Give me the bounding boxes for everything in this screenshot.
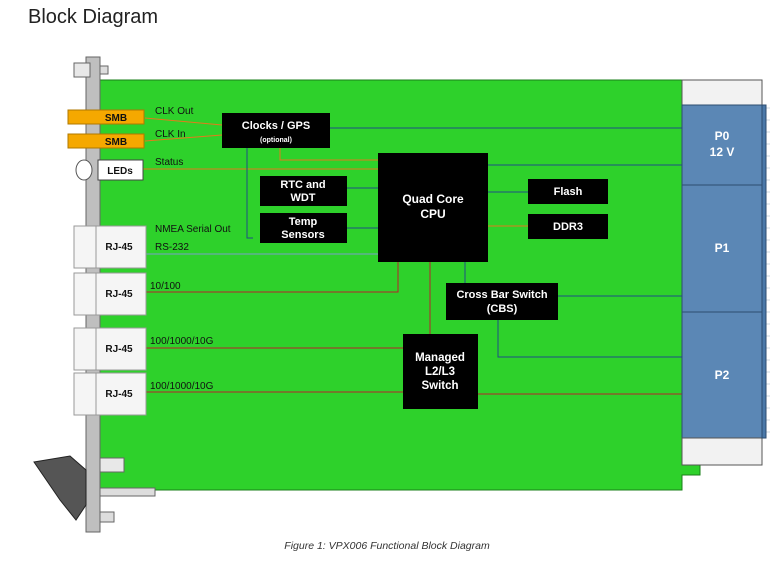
managed-switch-block [403,334,478,409]
leds-connector-label: LEDs [107,166,133,177]
figure-caption: Figure 1: VPX006 Functional Block Diagra… [284,540,490,552]
signal-eth2-label: 100/1000/10G [150,336,214,347]
temp-sensors-block [260,213,347,243]
backplane-rail [761,104,767,439]
signal-clk-in-label: CLK In [155,129,186,140]
backplane-p2-label: P2 [715,368,730,382]
backplane-p0-voltage-label: 12 V [710,145,735,159]
leds-connector [97,159,144,181]
cpu-block [378,153,488,262]
cross-bar-switch-block [446,283,558,320]
cross-bar-switch-label-2: (CBS) [487,303,518,315]
smb-connector-1 [67,109,145,125]
led-indicator [75,159,93,181]
front-panel-bracket [99,457,125,473]
smb-connector-2 [67,133,145,149]
backplane-p1-label: P1 [715,241,730,255]
signal-rs232-label: RS-232 [155,242,189,253]
flash-block [528,179,608,204]
smb-connector-2-label: SMB [105,137,127,148]
backplane-pins [766,107,770,433]
rj45-jack-1 [95,225,147,269]
backplane-p0 [681,104,763,186]
smb-connector-1-label: SMB [105,113,127,124]
temp-sensors-label-2: Sensors [281,229,324,241]
rj45-jack-4 [95,372,147,416]
managed-switch-label-2: L2/L3 [425,366,455,378]
backplane-p2 [681,311,763,439]
cpu-label-2: CPU [420,207,445,221]
rtc-wdt-label-1: RTC and [280,179,325,191]
rj45-jack-4-label: RJ-45 [105,389,133,400]
clocks-gps-optional-label: (optional) [260,137,292,144]
front-panel-screw-bottom [99,511,115,523]
clocks-gps-label: Clocks / GPS [242,120,310,132]
circuit-board [99,79,701,491]
rj45-jack-3 [95,327,147,371]
signal-clk-out-label: CLK Out [155,106,194,117]
front-panel-screw-top [99,65,109,75]
rj45-jack-2-label: RJ-45 [105,289,133,300]
rj45-jack-3-label: RJ-45 [105,344,133,355]
front-panel-top-tab [73,62,91,78]
cpu-label-1: Quad Core [402,192,464,206]
managed-switch-label-1: Managed [415,352,465,364]
flash-label: Flash [554,186,583,198]
wiring [143,117,682,395]
clocks-gps-block [222,113,330,148]
temp-sensors-label-1: Temp [289,216,318,228]
ejector-handle [33,455,87,521]
rj45-jack-2 [95,272,147,316]
cross-bar-switch-label-1: Cross Bar Switch [456,289,547,301]
managed-switch-label-3: Switch [421,380,458,392]
backplane-p1 [681,184,763,313]
signal-eth3-label: 100/1000/10G [150,381,214,392]
backplane-p0-label: P0 [715,129,730,143]
ejector-latch [99,487,156,497]
signal-nmea-label: NMEA Serial Out [155,224,231,235]
rj45-jack-1-label: RJ-45 [105,242,133,253]
signal-eth1-label: 10/100 [150,281,181,292]
ddr3-block [528,214,608,239]
backplane-cap-bottom [681,437,763,466]
rtc-wdt-block [260,176,347,206]
rtc-wdt-label-2: WDT [290,192,315,204]
diagram-title: Block Diagram [28,6,159,28]
ddr3-label: DDR3 [553,221,583,233]
backplane-cap-top [681,79,763,106]
signal-status-label: Status [155,157,183,168]
